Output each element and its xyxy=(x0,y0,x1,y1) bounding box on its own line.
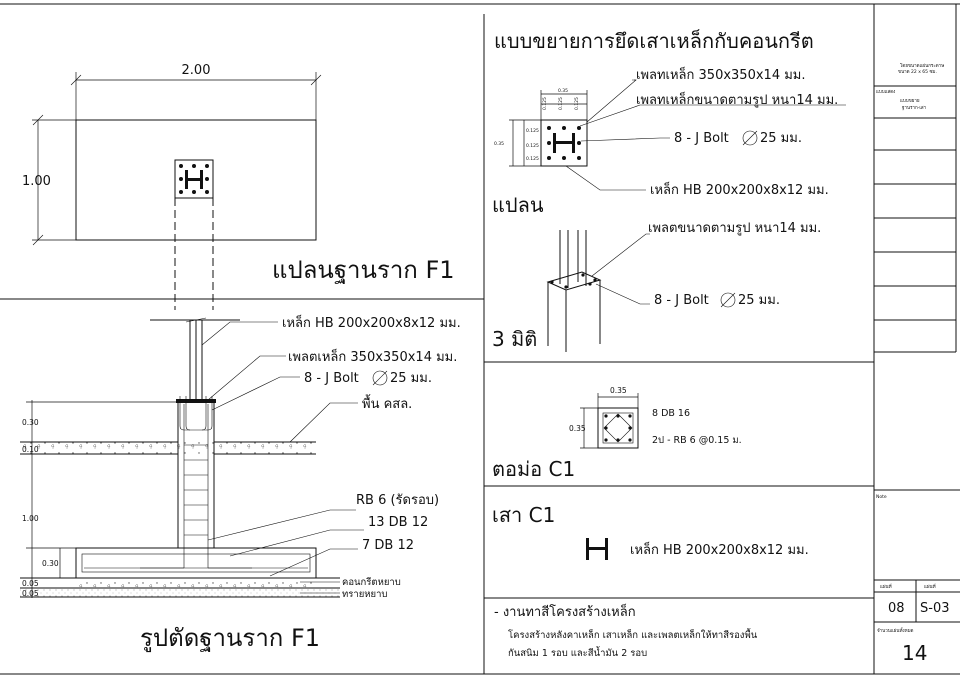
tb-total: 14 xyxy=(902,641,927,665)
title-block: โดยขนาดแผ่นกระดาษ ขนาด 22 x 65 ซม. แบบแส… xyxy=(874,62,960,665)
tie-beam-section: 0.35 0.35 8 DB 16 2ป - RB 6 @0.15 ม. ตอม… xyxy=(492,386,742,481)
detail-dim-left-sub1: 0.125 xyxy=(526,128,539,134)
tb-note: Note xyxy=(876,494,887,500)
tb-drawing-b: ฐานราก-เสา xyxy=(902,105,927,111)
section-title: รูปตัดฐานราก F1 xyxy=(140,624,320,653)
plan-title: แปลนฐานราก F1 xyxy=(272,256,455,284)
tie-beam-stirrup: 2ป - RB 6 @0.15 ม. xyxy=(652,435,742,446)
tb-paper-a: โดยขนาดแผ่นกระดาษ xyxy=(900,62,944,69)
tb-sheet-code: S-03 xyxy=(920,601,950,616)
notes: - งานทาสีโครงสร้างเหล็ก โครงสร้างหลังคาเ… xyxy=(494,602,758,659)
detail-iso-label: 3 มิติ xyxy=(492,327,537,351)
dim-030b: 0.30 xyxy=(42,559,59,568)
detail-dim-sub2: 0.125 xyxy=(558,97,564,110)
stirrups xyxy=(184,429,208,536)
detail-iso xyxy=(546,230,602,352)
tb-drawing-a: แบบขยาย xyxy=(900,99,920,104)
footing-section: เหล็ก HB 200x200x8x12 มม. เพลตเหล็ก 350x… xyxy=(20,313,461,653)
footing-plan: 2.00 1.00 แปลนฐานราก F1 xyxy=(22,63,455,310)
tb-total-label: จำนวนแผ่นทั้งหมด xyxy=(877,627,914,634)
diameter-icon xyxy=(372,370,388,386)
plan-height-dim: 1.00 xyxy=(22,174,51,189)
section-hb-label: เหล็ก HB 200x200x8x12 มม. xyxy=(282,313,461,331)
detail-plan-label: แปลน xyxy=(492,193,544,217)
sheet-frame xyxy=(0,3,960,675)
section-j-bolts xyxy=(179,396,213,431)
tb-sheet-no: 08 xyxy=(888,601,905,616)
tie-beam-main-bar: 8 DB 16 xyxy=(652,408,690,419)
tb-sheet-code-label: แผ่นที่ xyxy=(924,583,936,590)
detail-dim-top: 0.35 xyxy=(558,88,568,94)
dim-100: 1.00 xyxy=(22,514,39,523)
detail-dim-left: 0.35 xyxy=(494,141,504,147)
plan-bolts xyxy=(179,164,209,194)
tie-beam-bars xyxy=(604,414,632,442)
detail-hb-label: เหล็ก HB 200x200x8x12 มม. xyxy=(650,180,829,198)
dim-030a: 0.30 xyxy=(22,418,39,427)
plan-width-dim: 2.00 xyxy=(182,63,211,78)
diameter-icon xyxy=(720,292,736,308)
h-column-icon xyxy=(586,538,608,560)
detail-plate-shape-label: เพลทเหล็กขนาดตามรูป หนา14 มม. xyxy=(636,90,838,108)
tb-sheet-no-label: แผ่นที่ xyxy=(880,583,892,590)
detail-bolt-iso-label: 8 - J Bolt xyxy=(654,293,709,308)
section-slab-label: พื้น คสล. xyxy=(362,394,412,412)
tb-drawing-label: แบบแสดง xyxy=(876,89,895,95)
detail-bolt-size: 25 มม. xyxy=(760,131,802,146)
section-lean-label: คอนกรีตหยาบ xyxy=(342,576,401,588)
section-plate-label: เพลตเหล็ก 350x350x14 มม. xyxy=(288,347,457,365)
detail-dim-sub1: 0.125 xyxy=(542,97,548,110)
section-db13-label: 13 DB 12 xyxy=(368,515,428,530)
notes-line1: โครงสร้างหลังคาเหล็ก เสาเหล็ก และเพลตเหล… xyxy=(508,628,758,641)
tie-beam-title: ตอม่อ C1 xyxy=(492,457,575,481)
dim-005a: 0.05 xyxy=(22,579,39,588)
notes-heading: - งานทาสีโครงสร้างเหล็ก xyxy=(494,602,636,620)
dim-005b: 0.05 xyxy=(22,589,39,598)
detail-title: แบบขยายการยึดเสาเหล็กกับคอนกรีต xyxy=(494,28,814,53)
diameter-icon xyxy=(742,130,758,146)
tie-beam-dim-left: 0.35 xyxy=(569,424,586,433)
tie-beam-dim-top: 0.35 xyxy=(610,386,627,395)
column-title: เสา C1 xyxy=(492,503,555,527)
column-section: เสา C1 เหล็ก HB 200x200x8x12 มม. xyxy=(492,503,809,560)
plan-h-column xyxy=(185,170,203,189)
dim-010: 0.10 xyxy=(22,445,39,454)
section-bolt-label: 8 - J Bolt xyxy=(304,371,359,386)
section-rb-label: RB 6 (รัดรอบ) xyxy=(356,493,439,508)
column-label: เหล็ก HB 200x200x8x12 มม. xyxy=(630,540,809,558)
section-sand-label: ทรายหยาบ xyxy=(342,589,387,600)
detail-bolt-iso-size: 25 มม. xyxy=(738,293,780,308)
anchor-detail: แบบขยายการยึดเสาเหล็กกับคอนกรีต 0.35 0.1… xyxy=(492,28,846,352)
tb-paper-b: ขนาด 22 x 65 ซม. xyxy=(898,69,937,75)
section-bolt-size: 25 มม. xyxy=(390,371,432,386)
detail-dim-sub3: 0.125 xyxy=(574,97,580,110)
detail-plate-label: เพลทเหล็ก 350x350x14 มม. xyxy=(636,65,806,83)
plan-base-plate xyxy=(174,159,214,199)
detail-bolts xyxy=(547,126,581,160)
notes-line2: กันสนิม 1 รอบ และสีน้ำมัน 2 รอบ xyxy=(508,646,647,659)
detail-h-column xyxy=(553,133,575,153)
detail-plate-iso-label: เพลตขนาดตามรูป หนา14 มม. xyxy=(648,221,821,236)
detail-dim-left-sub3: 0.125 xyxy=(526,156,539,162)
section-db7-label: 7 DB 12 xyxy=(362,538,414,553)
detail-dim-left-sub2: 0.125 xyxy=(526,143,539,149)
detail-plate-plan xyxy=(540,119,588,167)
detail-bolt-label: 8 - J Bolt xyxy=(674,131,729,146)
